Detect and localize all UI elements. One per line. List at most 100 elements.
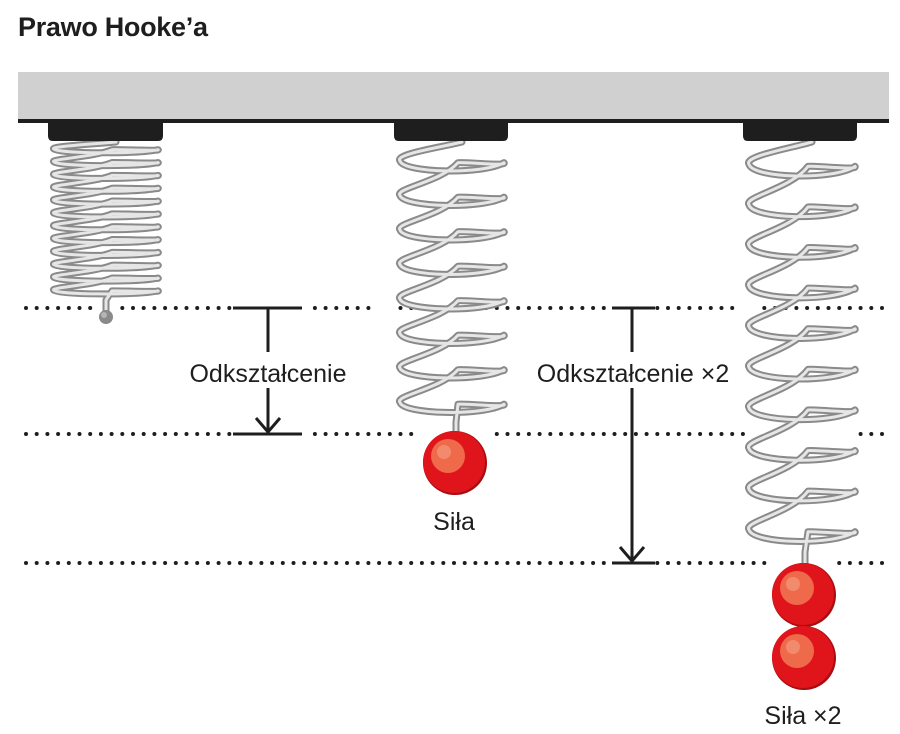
weight-double-bottom bbox=[772, 626, 836, 690]
reference-dot bbox=[45, 432, 50, 436]
reference-dot bbox=[698, 561, 703, 565]
reference-dot bbox=[66, 306, 71, 310]
reference-dot bbox=[345, 306, 349, 310]
reference-dot bbox=[323, 432, 328, 436]
reference-dot bbox=[24, 306, 28, 310]
reference-dot bbox=[56, 306, 61, 310]
reference-dot bbox=[173, 561, 178, 565]
reference-dot bbox=[730, 561, 735, 565]
reference-dot bbox=[666, 432, 670, 436]
reference-dot bbox=[805, 306, 810, 310]
reference-dot bbox=[120, 432, 125, 436]
reference-dot bbox=[120, 561, 125, 565]
reference-dot bbox=[387, 561, 392, 565]
reference-dot bbox=[687, 432, 692, 436]
reference-dot bbox=[858, 306, 863, 310]
reference-dot bbox=[88, 306, 93, 310]
reference-dot bbox=[666, 306, 670, 310]
reference-dot bbox=[880, 432, 884, 436]
spring-double-load bbox=[745, 138, 859, 570]
reference-dot bbox=[398, 432, 403, 436]
mount-2 bbox=[394, 121, 508, 141]
reference-dot bbox=[516, 561, 521, 565]
reference-dot bbox=[34, 306, 39, 310]
reference-dot bbox=[815, 306, 820, 310]
reference-dot bbox=[216, 561, 221, 565]
reference-dot bbox=[152, 561, 157, 565]
reference-dot bbox=[195, 432, 200, 436]
reference-dot bbox=[345, 561, 349, 565]
reference-dot bbox=[537, 306, 542, 310]
reference-dot bbox=[484, 561, 489, 565]
reference-dot bbox=[730, 432, 735, 436]
reference-dot bbox=[494, 432, 499, 436]
reference-dot bbox=[740, 561, 745, 565]
reference-dot bbox=[259, 561, 264, 565]
diagram-title: Prawo Hooke’a bbox=[18, 12, 208, 42]
reference-dot bbox=[77, 432, 82, 436]
weights bbox=[423, 431, 836, 690]
reference-dot bbox=[462, 561, 467, 565]
reference-dot bbox=[740, 432, 745, 436]
reference-dot bbox=[334, 306, 339, 310]
reference-dot bbox=[323, 306, 328, 310]
reference-dot bbox=[591, 432, 596, 436]
reference-dot bbox=[708, 561, 713, 565]
spring-end-ball bbox=[99, 310, 113, 324]
reference-dot bbox=[216, 306, 221, 310]
reference-dot bbox=[452, 561, 456, 565]
reference-dot bbox=[409, 432, 414, 436]
reference-dot bbox=[366, 432, 371, 436]
reference-dot bbox=[270, 561, 275, 565]
reference-dot bbox=[441, 561, 446, 565]
reference-lines bbox=[24, 306, 884, 565]
reference-dot bbox=[526, 432, 531, 436]
reference-dot bbox=[698, 306, 703, 310]
reference-dot bbox=[837, 561, 842, 565]
weight-single bbox=[423, 431, 487, 495]
reference-dot bbox=[719, 432, 724, 436]
reference-dot bbox=[98, 432, 103, 436]
spring-unloaded bbox=[50, 138, 162, 316]
reference-dot bbox=[163, 432, 168, 436]
reference-dot bbox=[173, 306, 178, 310]
reference-dot bbox=[858, 432, 863, 436]
reference-dot bbox=[77, 561, 82, 565]
reference-dot bbox=[569, 432, 574, 436]
reference-dot bbox=[312, 306, 317, 310]
reference-dot bbox=[66, 561, 71, 565]
reference-dot bbox=[655, 432, 660, 436]
reference-dot bbox=[473, 561, 478, 565]
reference-dot bbox=[312, 561, 317, 565]
reference-dot bbox=[387, 432, 392, 436]
reference-dot bbox=[762, 561, 767, 565]
reference-dot bbox=[56, 561, 61, 565]
reference-dot bbox=[505, 432, 510, 436]
reference-dot bbox=[708, 432, 713, 436]
reference-dot bbox=[601, 306, 606, 310]
reference-dot bbox=[687, 561, 692, 565]
reference-dot bbox=[195, 561, 200, 565]
reference-dot bbox=[869, 561, 874, 565]
reference-dot bbox=[195, 306, 200, 310]
mount-3 bbox=[743, 121, 857, 141]
reference-dot bbox=[601, 432, 606, 436]
reference-dot bbox=[184, 432, 189, 436]
reference-dot bbox=[698, 432, 703, 436]
reference-dot bbox=[398, 306, 403, 310]
reference-dot bbox=[131, 306, 135, 310]
reference-dot bbox=[869, 306, 874, 310]
reference-dot bbox=[291, 561, 296, 565]
reference-dot bbox=[409, 561, 414, 565]
ceiling bbox=[18, 72, 889, 121]
reference-dot bbox=[655, 561, 660, 565]
reference-dot bbox=[580, 432, 585, 436]
reference-dot bbox=[537, 432, 542, 436]
reference-dot bbox=[794, 306, 799, 310]
reference-dot bbox=[623, 432, 628, 436]
reference-dot bbox=[591, 306, 596, 310]
reference-dot bbox=[45, 306, 50, 310]
reference-dot bbox=[847, 306, 852, 310]
reference-dot bbox=[569, 306, 574, 310]
reference-dot bbox=[548, 306, 553, 310]
